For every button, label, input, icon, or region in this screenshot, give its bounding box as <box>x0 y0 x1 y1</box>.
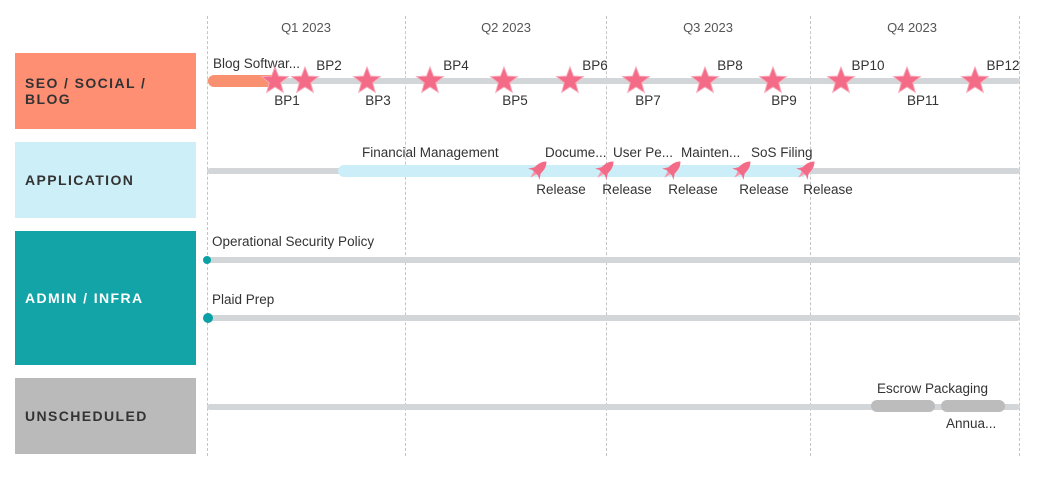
release-label: Release <box>668 182 718 197</box>
swimlane-unscheduled[interactable]: UNSCHEDULED <box>15 378 196 454</box>
annual-item-label: Annua... <box>946 416 997 431</box>
milestone-star-icon[interactable] <box>260 65 290 95</box>
seo-track <box>207 78 1020 84</box>
release-label: Release <box>803 182 853 197</box>
swimlane-label: SEO / SOCIAL / BLOG <box>25 75 147 107</box>
swimlane-seo-social-blog[interactable]: SEO / SOCIAL / BLOG <box>15 53 196 129</box>
milestone-label: BP8 <box>717 58 743 73</box>
release-label: Release <box>536 182 586 197</box>
milestone-label: BP9 <box>771 93 797 108</box>
release-title: Docume... <box>545 145 607 160</box>
operational-security-policy-label: Operational Security Policy <box>212 234 375 249</box>
milestone-label: BP1 <box>274 93 300 108</box>
plaid-prep-label: Plaid Prep <box>212 292 275 307</box>
milestone-label: BP2 <box>316 58 342 73</box>
rocket-icon[interactable] <box>727 155 757 185</box>
swimlane-label: ADMIN / INFRA <box>25 290 144 306</box>
quarter-divider <box>1019 16 1020 456</box>
rocket-icon[interactable] <box>590 155 620 185</box>
quarter-divider <box>606 16 607 456</box>
admin-track <box>207 315 1020 321</box>
milestone-label: BP7 <box>635 93 661 108</box>
quarter-divider <box>405 16 406 456</box>
milestone-label: BP3 <box>365 93 391 108</box>
milestone-star-icon[interactable] <box>415 65 445 95</box>
swimlane-application[interactable]: APPLICATION <box>15 142 196 218</box>
milestone-star-icon[interactable] <box>690 65 720 95</box>
release-title: SoS Filing <box>751 145 813 160</box>
milestone-label: BP11 <box>906 93 940 108</box>
milestone-star-icon[interactable] <box>621 65 651 95</box>
annual-item-bar[interactable] <box>941 400 1005 412</box>
item-start-marker[interactable] <box>203 313 213 323</box>
quarter-divider <box>810 16 811 456</box>
escrow-packaging-label: Escrow Packaging <box>877 381 989 396</box>
release-label: Release <box>739 182 789 197</box>
milestone-label: BP10 <box>851 58 885 73</box>
quarter-divider <box>207 16 208 456</box>
milestone-label: BP4 <box>443 58 469 73</box>
milestone-star-icon[interactable] <box>489 65 519 95</box>
item-start-marker[interactable] <box>203 256 211 264</box>
milestone-star-icon[interactable] <box>758 65 788 95</box>
milestone-label: BP5 <box>502 93 528 108</box>
swimlane-admin-infra[interactable]: ADMIN / INFRA <box>15 231 196 365</box>
financial-management-label: Financial Management <box>362 145 499 160</box>
escrow-packaging-bar[interactable] <box>871 400 935 412</box>
quarter-header-q1: Q1 2023 <box>281 20 331 35</box>
release-label: Release <box>602 182 652 197</box>
release-title: Mainten... <box>681 145 741 160</box>
quarter-header-q4: Q4 2023 <box>887 20 937 35</box>
milestone-label: BP12 <box>986 58 1020 73</box>
milestone-star-icon[interactable] <box>352 65 382 95</box>
swimlane-label: APPLICATION <box>25 172 135 188</box>
quarter-header-q3: Q3 2023 <box>683 20 733 35</box>
milestone-star-icon[interactable] <box>290 65 320 95</box>
rocket-icon[interactable] <box>523 155 553 185</box>
swimlane-label: UNSCHEDULED <box>25 408 148 424</box>
rocket-icon[interactable] <box>791 155 821 185</box>
milestone-star-icon[interactable] <box>892 65 922 95</box>
blog-software-bar[interactable] <box>208 75 278 87</box>
milestone-label: BP6 <box>582 58 608 73</box>
unscheduled-track <box>207 404 1020 410</box>
release-title: User Pe... <box>613 145 674 160</box>
quarter-header-q2: Q2 2023 <box>481 20 531 35</box>
admin-track <box>207 257 1020 263</box>
milestone-star-icon[interactable] <box>555 65 585 95</box>
milestone-star-icon[interactable] <box>826 65 856 95</box>
blog-software-label: Blog Softwar... <box>213 56 301 71</box>
milestone-star-icon[interactable] <box>960 65 990 95</box>
rocket-icon[interactable] <box>657 155 687 185</box>
financial-management-bar[interactable] <box>338 165 808 177</box>
